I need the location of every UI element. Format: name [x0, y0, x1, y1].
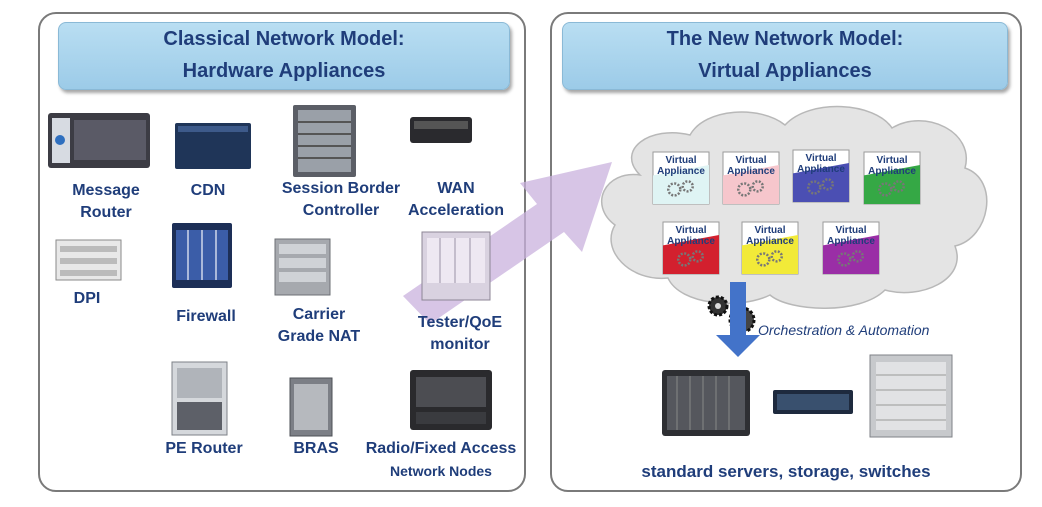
- virtual-appliance-card: [822, 221, 880, 275]
- new-title-line2: Virtual Appliances: [698, 60, 872, 82]
- device-label-pe-router: PE Router: [165, 440, 243, 457]
- new-model-title: The New Network Model: Virtual Appliance…: [562, 22, 1008, 90]
- radio-fixed-access-device: [410, 370, 492, 430]
- device-label-carrier-grade-nat: Carrier Grade NAT: [277, 306, 361, 345]
- classical-model-title: Classical Network Model: Hardware Applia…: [58, 22, 510, 90]
- carrier-grade-nat-device: [274, 238, 331, 296]
- virtual-appliance-card: [863, 151, 921, 205]
- device-label-dpi: DPI: [73, 290, 101, 307]
- device-label-tester-qoe-monitor: Tester/QoE monitor: [417, 314, 503, 353]
- pe-router-device: [171, 361, 228, 436]
- standard-hardware-label: standard servers, storage, switches: [641, 462, 931, 481]
- virtual-appliance-card: [741, 221, 799, 275]
- device-label-bras: BRAS: [293, 440, 339, 457]
- new-title-line1: The New Network Model:: [666, 28, 904, 50]
- cloud-shape: [601, 105, 988, 309]
- device-label-session-border-controller: Session Border Controller: [281, 180, 401, 219]
- gear-icon: [892, 180, 905, 193]
- virtual-appliance-card: [792, 149, 850, 203]
- gear-icon: [821, 178, 834, 191]
- wan-acceleration-device: [410, 117, 472, 143]
- device-label-radio-fixed-access: Radio/Fixed Access Network Nodes: [365, 440, 517, 479]
- gear-icon: [691, 250, 704, 263]
- gear-icon: [677, 252, 692, 267]
- virtual-appliance-cards: [652, 149, 921, 275]
- orchestration-automation-label: Orchestration & Automation: [758, 322, 930, 338]
- device-label-cdn: CDN: [190, 182, 226, 199]
- gear-icon: [851, 250, 864, 263]
- device-label-message-router: Message Router: [72, 182, 140, 221]
- gear-icon: [756, 252, 771, 267]
- virtual-appliance-card: [722, 151, 780, 205]
- device-label-wan-acceleration: WAN Acceleration: [407, 180, 505, 219]
- virtual-appliance-card: [662, 221, 720, 275]
- bras-device: [289, 377, 333, 437]
- classical-title-line2: Hardware Appliances: [182, 60, 386, 82]
- firewall-device: [172, 223, 232, 288]
- storage-device: [773, 390, 853, 414]
- gear-icon: [837, 252, 852, 267]
- session-border-controller-device: [293, 105, 356, 177]
- gear-icon: [878, 182, 893, 197]
- tester-qoe-device: [421, 231, 491, 301]
- server-device: [662, 370, 750, 436]
- gear-icon: [807, 180, 822, 195]
- gear-icon: [681, 180, 694, 193]
- dpi-device: [55, 239, 122, 281]
- gear-icon: [770, 250, 783, 263]
- down-arrow-icon: [716, 282, 760, 357]
- switch-device: [869, 354, 953, 438]
- gear-icon: [737, 182, 752, 197]
- gear-icon: [751, 180, 764, 193]
- gear-icon: [667, 182, 682, 197]
- virtual-appliance-card: [652, 151, 710, 205]
- message-router-device: [48, 113, 150, 168]
- cdn-device: [175, 123, 251, 169]
- classical-title-line1: Classical Network Model:: [163, 28, 405, 50]
- device-label-firewall: Firewall: [176, 308, 236, 325]
